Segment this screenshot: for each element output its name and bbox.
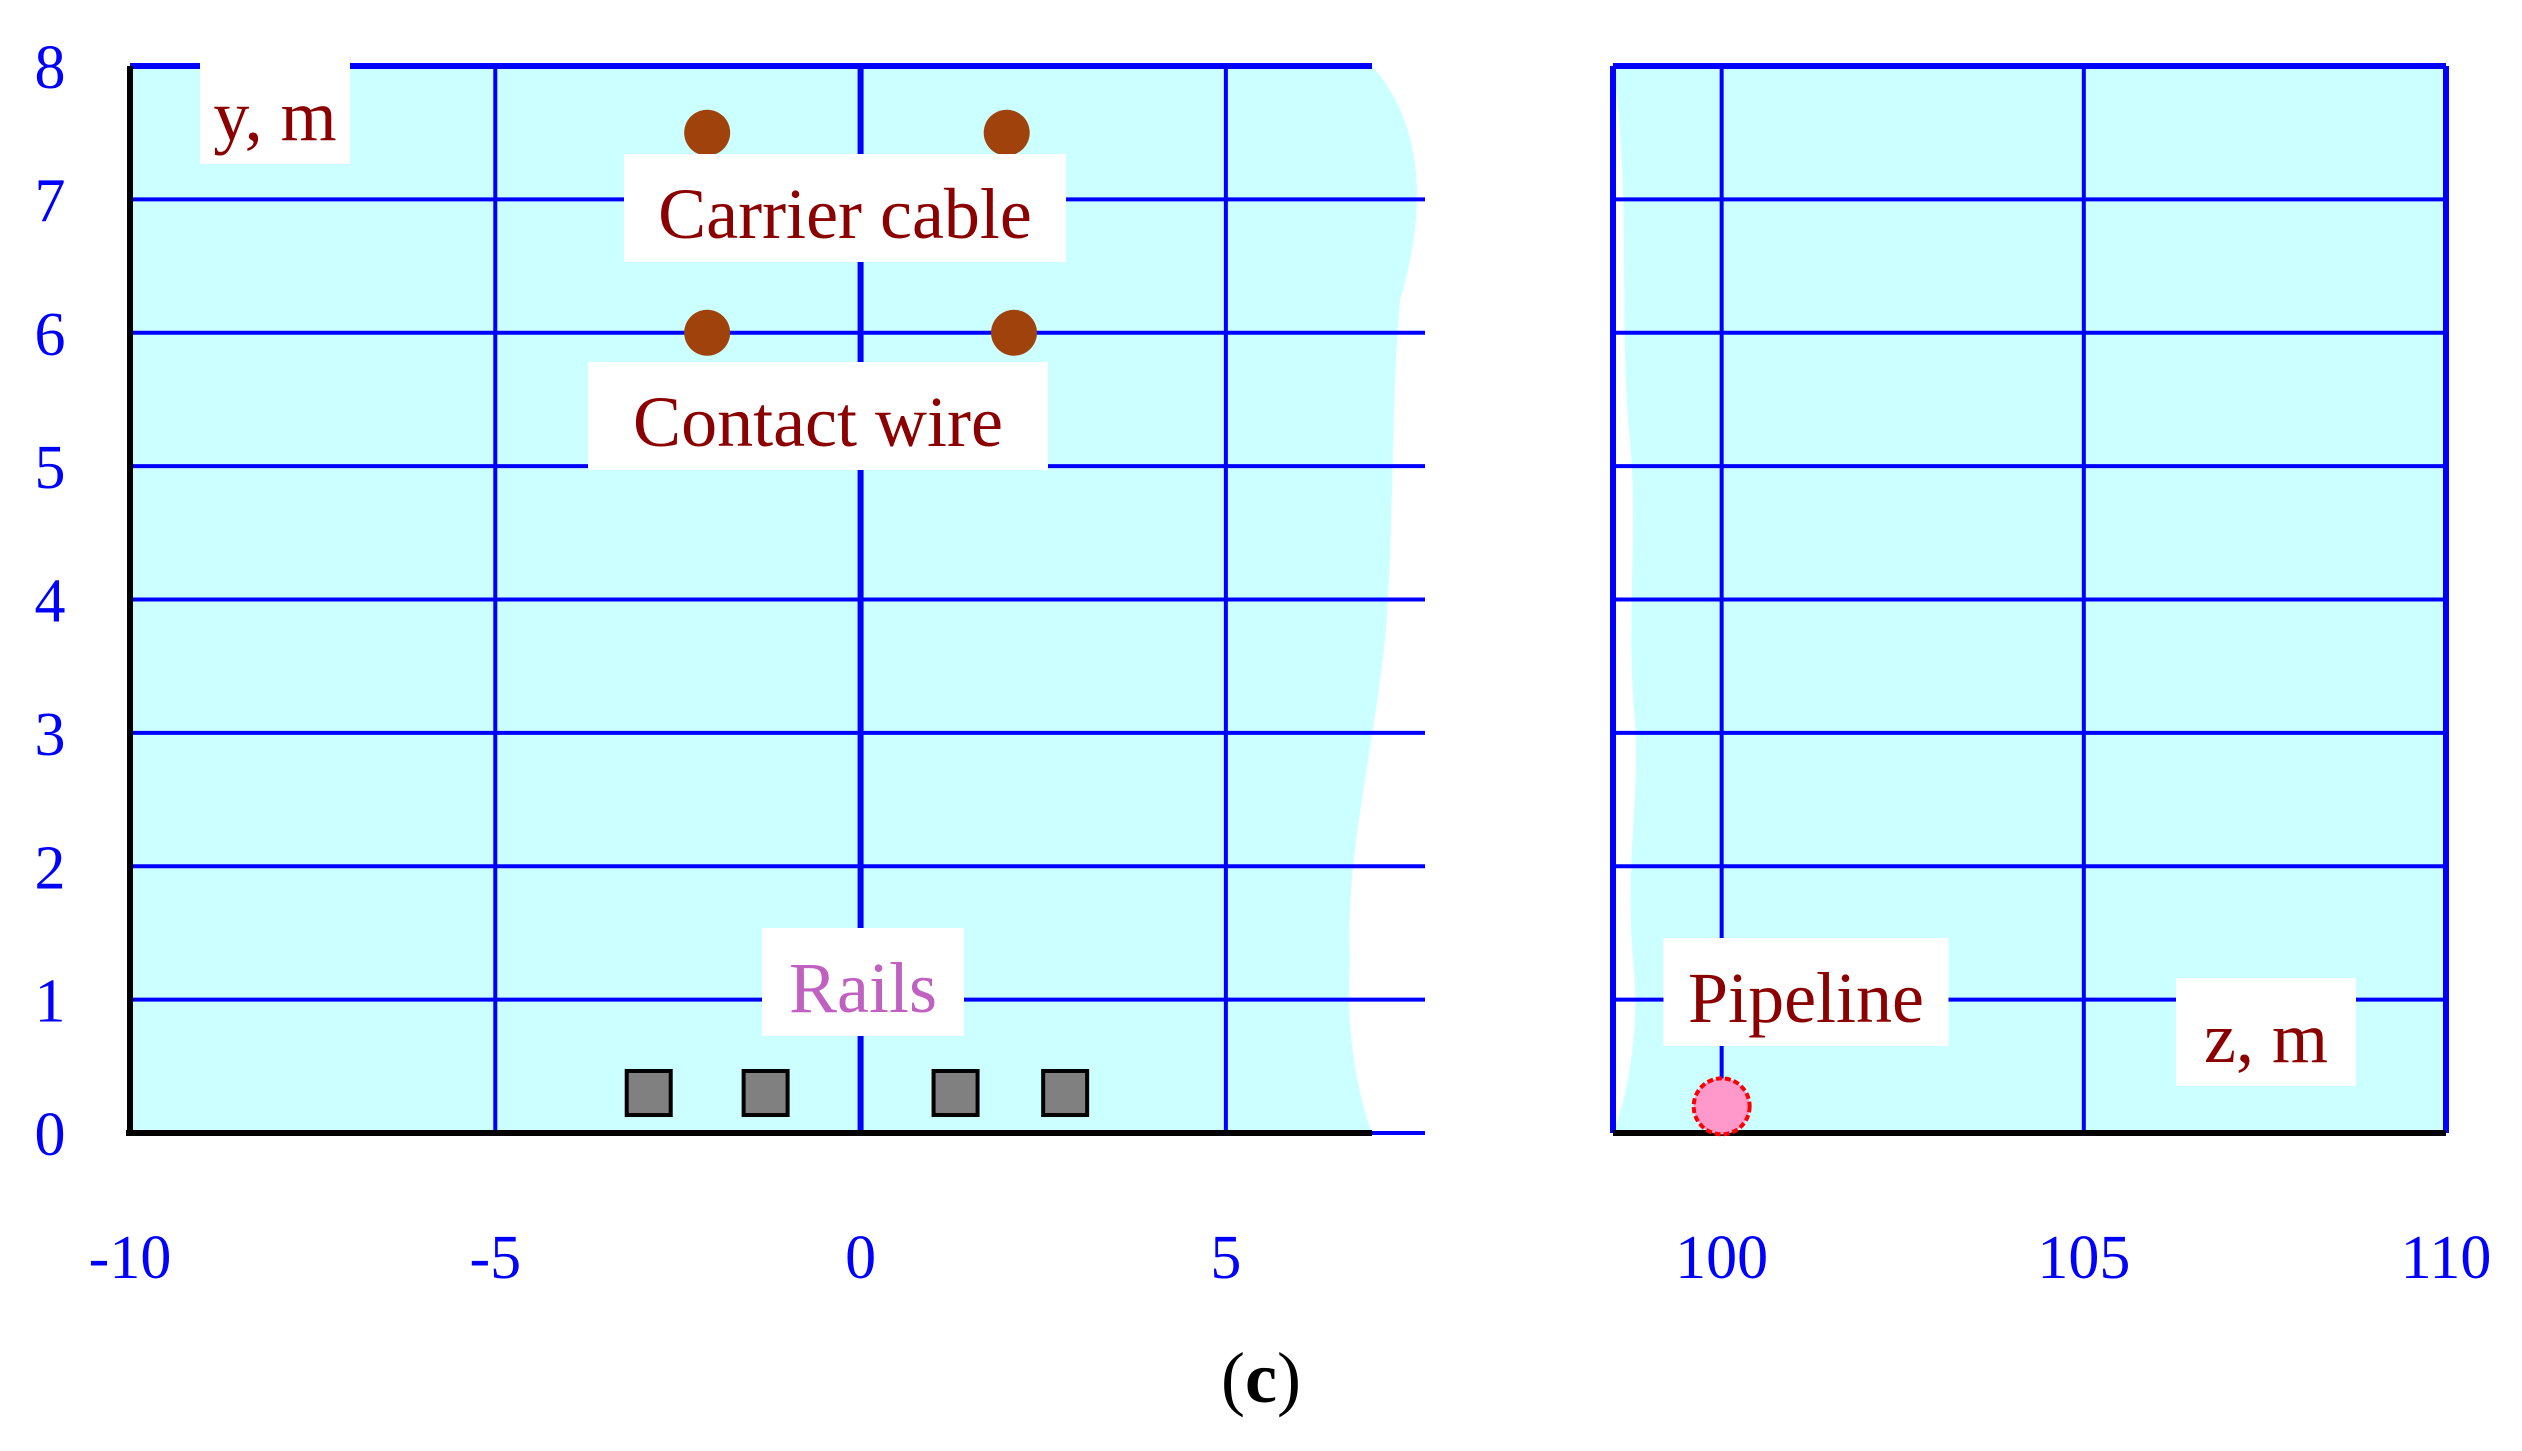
x-tick-label: 5 [1210, 1224, 1241, 1292]
y-tick-label: 5 [35, 434, 66, 502]
y-tick-label: 7 [35, 167, 66, 235]
x-tick-label: 105 [2037, 1224, 2130, 1292]
caption-letter: c [1245, 1338, 1277, 1418]
x-tick-label: 110 [2401, 1224, 2492, 1292]
y-axis-label: y, m [213, 76, 336, 156]
y-tick-label: 3 [35, 701, 66, 769]
carrier-cable-point [684, 109, 731, 156]
y-tick-label: 4 [35, 568, 66, 636]
text-group: 0 1 2 3 4 5 6 7 8 -10 -5 0 5 100 105 110 y, m z, m Carrier… [35, 34, 2492, 1418]
label-carrier-cable-box [624, 154, 1066, 262]
label-pipeline-box [1663, 938, 1949, 1046]
pipeline-point [1691, 1076, 1752, 1137]
x-tick-label: -10 [89, 1224, 172, 1292]
rail-point [931, 1068, 980, 1117]
label-rails: Rails [789, 948, 937, 1028]
y-tick-label: 1 [35, 968, 66, 1036]
x-tick-label: 0 [845, 1224, 876, 1292]
y-tick-label: 0 [35, 1101, 66, 1169]
y-tick-label: 8 [35, 34, 66, 102]
x-axis-label-box [2176, 978, 2356, 1086]
x-tick-label: 100 [1675, 1224, 1768, 1292]
label-rails-box [762, 928, 964, 1036]
label-contact-wire-box [588, 362, 1048, 470]
contact-wire-point [991, 309, 1038, 356]
marks-group [624, 109, 1752, 1137]
caption-open: ( [1221, 1338, 1245, 1418]
label-carrier-cable: Carrier cable [658, 174, 1032, 254]
rail-point [1041, 1068, 1090, 1117]
y-axis-label-box [200, 56, 350, 164]
label-pipeline: Pipeline [1688, 958, 1924, 1038]
x-tick-label: -5 [469, 1224, 521, 1292]
contact-wire-point [684, 309, 731, 356]
caption-close: ) [1277, 1338, 1301, 1418]
label-contact-wire: Contact wire [633, 382, 1003, 462]
rail-point [624, 1068, 673, 1117]
y-tick-label: 6 [35, 301, 66, 369]
carrier-cable-point [983, 109, 1030, 156]
x-axis-label: z, m [2204, 998, 2328, 1078]
rail-point [741, 1068, 790, 1117]
panel-caption: (c) [1221, 1338, 1301, 1418]
axes-group [126, 66, 2446, 1136]
y-tick-label: 2 [35, 834, 66, 902]
